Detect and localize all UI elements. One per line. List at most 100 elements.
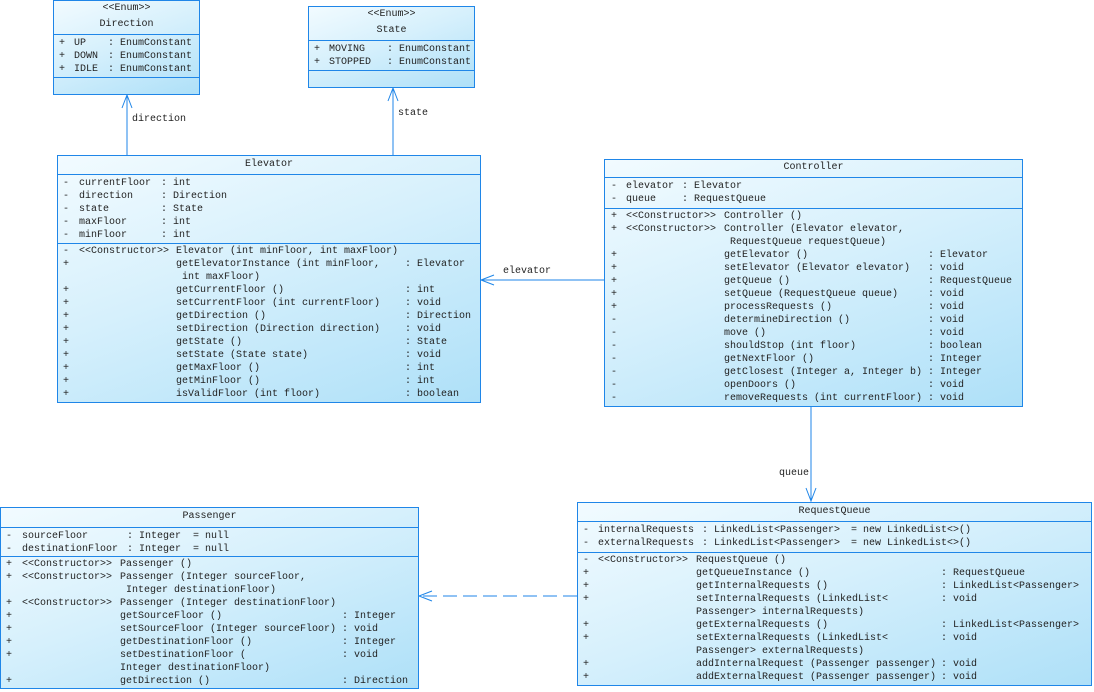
class-name: RequestQueue [798, 506, 871, 517]
attribute-row[interactable]: -elevator: Elevator [605, 180, 1022, 193]
operation-continuation[interactable]: Passenger> externalRequests) [578, 645, 1091, 658]
operation-row[interactable]: +setQueue (RequestQueue queue): void [605, 288, 1022, 301]
association-elevator-state[interactable] [387, 86, 399, 155]
attribute-row[interactable]: +STOPPED: EnumConstant [309, 56, 474, 69]
operation-signature: getMinFloor () [176, 376, 261, 387]
operation-row[interactable]: +setState (State state): void [58, 349, 480, 362]
visibility: + [6, 611, 13, 622]
operation-row[interactable]: +<<Constructor>>Passenger (Integer desti… [1, 597, 418, 610]
operation-signature: Passenger> externalRequests) [696, 646, 865, 657]
operation-row[interactable]: +getMaxFloor (): int [58, 362, 480, 375]
operations-section: -<<Constructor>>RequestQueue ()+getQueue… [578, 552, 1091, 683]
operation-row[interactable]: -move (): void [605, 327, 1022, 340]
attribute-row[interactable]: +IDLE: EnumConstant [54, 63, 199, 76]
operation-row[interactable]: +getElevator (): Elevator [605, 249, 1022, 262]
operation-row[interactable]: +getExternalRequests (): LinkedList<Pass… [578, 619, 1091, 632]
attribute-row[interactable]: -sourceFloor: Integer= null [1, 530, 418, 543]
visibility: - [63, 217, 70, 228]
operation-signature: getClosest (Integer a, Integer b) [724, 367, 923, 378]
class-controller[interactable]: Controller-elevator: Elevator-queue: Req… [604, 159, 1023, 407]
attribute-row[interactable]: -maxFloor: int [58, 216, 480, 229]
class-passenger[interactable]: Passenger -sourceFloor: Integer= null-des… [0, 507, 419, 689]
operation-return-type: : State [405, 337, 448, 348]
operation-row[interactable]: -<<Constructor>>Elevator (int minFloor, … [58, 245, 480, 258]
class-header: Passenger [1, 508, 418, 527]
operation-row[interactable]: +<<Constructor>>Passenger () [1, 558, 418, 571]
operation-row[interactable]: +setSourceFloor (Integer sourceFloor): v… [1, 623, 418, 636]
operation-row[interactable]: +setCurrentFloor (int currentFloor): voi… [58, 297, 480, 310]
operation-row[interactable]: +getQueueInstance (): RequestQueue [578, 567, 1091, 580]
attribute-row[interactable]: -internalRequests: LinkedList<Passenger>… [578, 524, 1091, 537]
operation-row[interactable]: -getNextFloor (): Integer [605, 353, 1022, 366]
relation-label-queue: queue [779, 468, 810, 479]
visibility: - [6, 544, 13, 555]
operation-row[interactable]: +getDestinationFloor (): Integer [1, 636, 418, 649]
operation-row[interactable]: +getInternalRequests (): LinkedList<Pass… [578, 580, 1091, 593]
operation-continuation[interactable]: int maxFloor) [58, 271, 480, 284]
attribute-row[interactable]: -queue: RequestQueue [605, 193, 1022, 206]
operation-continuation[interactable]: Integer destinationFloor) [1, 662, 418, 675]
association-controller-requestqueue[interactable] [805, 406, 817, 503]
attribute-row[interactable]: -direction: Direction [58, 190, 480, 203]
attribute-row[interactable]: +UP: EnumConstant [54, 37, 199, 50]
operation-row[interactable]: -<<Constructor>>RequestQueue () [578, 554, 1091, 567]
operation-row[interactable]: +addInternalRequest (Passenger passenger… [578, 658, 1091, 671]
operation-continuation[interactable]: RequestQueue requestQueue) [605, 236, 1022, 249]
operation-row[interactable]: +<<Constructor>>Controller () [605, 210, 1022, 223]
operation-row[interactable]: +setExternalRequests (LinkedList<: void [578, 632, 1091, 645]
dependency-requestqueue-passenger[interactable] [417, 590, 577, 602]
operation-row[interactable]: +getMinFloor (): int [58, 375, 480, 388]
class-elevator[interactable]: Elevator-currentFloor: int-direction: Di… [57, 155, 481, 403]
attribute-row[interactable]: -state: State [58, 203, 480, 216]
operation-row[interactable]: -openDoors (): void [605, 379, 1022, 392]
visibility: + [6, 637, 13, 648]
operation-row[interactable]: +getState (): State [58, 336, 480, 349]
operation-row[interactable]: +setDirection (Direction direction): voi… [58, 323, 480, 336]
operation-row[interactable]: +getDirection (): Direction [58, 310, 480, 323]
operation-signature: openDoors () [724, 380, 797, 391]
class-direction[interactable]: <<Enum>>Direction+UP: EnumConstant+DOWN:… [53, 0, 200, 95]
operation-row[interactable]: -determineDirection (): void [605, 314, 1022, 327]
operations-section [54, 77, 199, 92]
attribute-row[interactable]: -externalRequests: LinkedList<Passenger>… [578, 537, 1091, 550]
operation-row[interactable]: +isValidFloor (int floor): boolean [58, 388, 480, 401]
operation-row[interactable]: +getQueue (): RequestQueue [605, 275, 1022, 288]
relation-label-direction: direction [132, 114, 187, 125]
operation-row[interactable]: +<<Constructor>>Passenger (Integer sourc… [1, 571, 418, 584]
visibility: + [583, 672, 590, 683]
operation-continuation[interactable]: Passenger> internalRequests) [578, 606, 1091, 619]
attribute-row[interactable]: +MOVING: EnumConstant [309, 43, 474, 56]
operation-row[interactable]: +getCurrentFloor (): int [58, 284, 480, 297]
attribute-type: : Integer [127, 531, 182, 542]
class-requestqueue[interactable]: RequestQueue -internalRequests: LinkedLis… [577, 502, 1092, 686]
attribute-type: : int [161, 217, 192, 228]
operation-row[interactable]: +getSourceFloor (): Integer [1, 610, 418, 623]
operation-signature: getInternalRequests () [696, 581, 829, 592]
class-state[interactable]: <<Enum>>State+MOVING: EnumConstant+STOPP… [308, 6, 475, 88]
operation-stereotype: <<Constructor>> [22, 598, 113, 609]
attribute-row[interactable]: -currentFloor: int [58, 177, 480, 190]
operation-row[interactable]: +getElevatorInstance (int minFloor,: Ele… [58, 258, 480, 271]
operation-row[interactable]: -getClosest (Integer a, Integer b): Inte… [605, 366, 1022, 379]
operation-row[interactable]: +<<Constructor>>Controller (Elevator ele… [605, 223, 1022, 236]
attribute-row[interactable]: -minFloor: int [58, 229, 480, 242]
operation-row[interactable]: +setElevator (Elevator elevator): void [605, 262, 1022, 275]
association-elevator-direction[interactable] [121, 93, 133, 155]
class-name: Direction [99, 19, 154, 30]
association-controller-elevator[interactable] [479, 274, 604, 286]
attribute-initial-value: = new LinkedList<>() [851, 538, 972, 549]
operation-row[interactable]: +setInternalRequests (LinkedList<: void [578, 593, 1091, 606]
operation-row[interactable]: +processRequests (): void [605, 301, 1022, 314]
operation-row[interactable]: +addExternalRequest (Passenger passenger… [578, 671, 1091, 684]
relation-label-elevator: elevator [503, 266, 552, 277]
attribute-row[interactable]: -destinationFloor: Integer= null [1, 543, 418, 556]
operation-stereotype: <<Constructor>> [598, 555, 689, 566]
operation-row[interactable]: +setDestinationFloor (: void [1, 649, 418, 662]
attribute-type: : EnumConstant [387, 44, 472, 55]
attribute-row[interactable]: +DOWN: EnumConstant [54, 50, 199, 63]
operation-row[interactable]: -shouldStop (int floor): boolean [605, 340, 1022, 353]
operation-row[interactable]: +getDirection (): Direction [1, 675, 418, 688]
operation-continuation[interactable]: Integer destinationFloor) [1, 584, 418, 597]
operation-row[interactable]: -removeRequests (int currentFloor): void [605, 392, 1022, 405]
operation-signature: processRequests () [724, 302, 833, 313]
